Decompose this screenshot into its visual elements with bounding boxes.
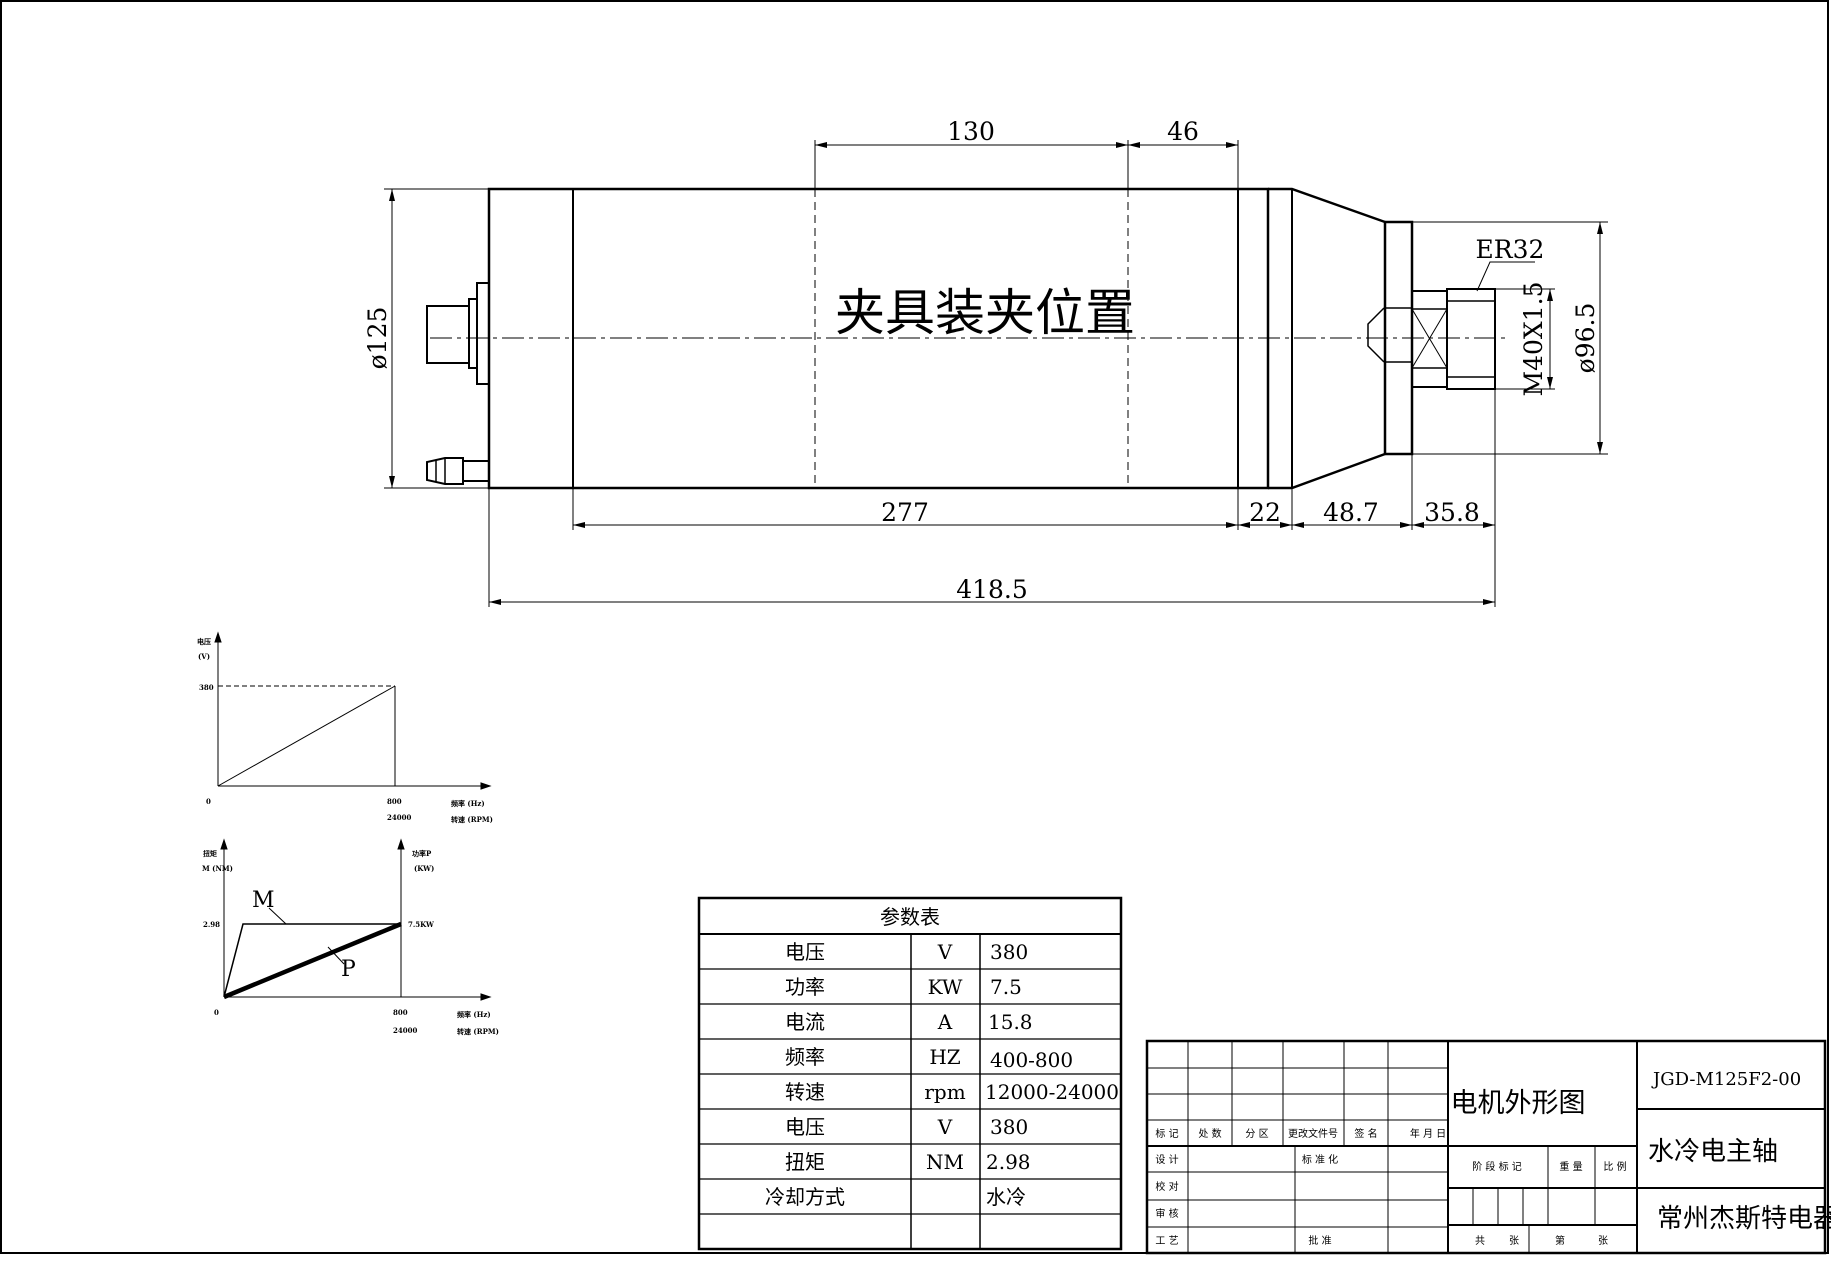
param-unit: rpm <box>924 1080 965 1104</box>
torque-axis-unit: M (NM) <box>202 864 233 873</box>
voltage-tick: 380 <box>199 683 214 692</box>
param-value: 12000-24000 <box>985 1080 1119 1104</box>
graph1-x-label-speed: 转速 (RPM) <box>451 815 493 824</box>
param-unit: HZ <box>929 1045 960 1069</box>
param-unit: V <box>937 1115 953 1139</box>
param-value: 水冷 <box>986 1185 1026 1209</box>
param-name: 电流 <box>785 1010 825 1034</box>
parameter-rows: 电压 V 380 功率 KW 7.5 电流 A 15.8 频率 HZ 400-8… <box>765 940 1119 1209</box>
param-unit: KW <box>928 975 963 999</box>
spindle-drawing <box>384 140 1608 607</box>
param-name: 扭矩 <box>785 1150 825 1174</box>
voltage-axis-unit: (V) <box>198 652 210 661</box>
param-name: 转速 <box>785 1080 825 1104</box>
tb-sheets-2: 张 <box>1598 1235 1608 1247</box>
product-name: 水冷电主轴 <box>1648 1137 1778 1167</box>
param-unit: A <box>937 1010 953 1034</box>
param-name: 电压 <box>785 1115 825 1139</box>
param-unit: V <box>937 940 953 964</box>
dim-er32: ER32 <box>1476 235 1545 264</box>
title-block <box>1145 1039 1827 1255</box>
tb-stage-mark: 阶 段 标 记 <box>1472 1160 1522 1173</box>
param-unit: NM <box>926 1150 964 1174</box>
tb-review: 审 核 <box>1155 1207 1178 1220</box>
graph2-x-label-speed: 转速 (RPM) <box>457 1027 499 1036</box>
tb-process: 工 艺 <box>1155 1235 1178 1247</box>
graph2-x-tick-rpm: 24000 <box>393 1026 417 1035</box>
tb-header-change-doc: 更改文件号 <box>1288 1127 1338 1140</box>
tb-sheets-1: 张 <box>1509 1235 1519 1247</box>
parameter-table-title: 参数表 <box>880 905 940 929</box>
tb-header-zone: 分 区 <box>1245 1128 1268 1140</box>
param-name: 功率 <box>785 975 825 999</box>
voltage-graph <box>214 631 492 790</box>
param-value: 2.98 <box>986 1150 1031 1174</box>
param-value: 7.5 <box>990 975 1022 999</box>
dim-22: 22 <box>1249 498 1281 527</box>
tb-header-signature: 签 名 <box>1354 1127 1377 1140</box>
dim-46: 46 <box>1167 117 1199 146</box>
drawing-name: 电机外形图 <box>1451 1088 1586 1119</box>
tb-design: 设 计 <box>1155 1153 1178 1166</box>
graph2-x-label-freq: 频率 (Hz) <box>457 1010 491 1019</box>
parameter-table <box>697 896 1123 1251</box>
dim-277: 277 <box>881 498 929 527</box>
drawing-code: JGD-M125F2-00 <box>1651 1069 1801 1090</box>
clamp-position-label: 夹具装夹位置 <box>835 284 1135 342</box>
dim-35-8: 35.8 <box>1424 498 1480 527</box>
power-curve-label: P <box>341 957 356 982</box>
tb-approve: 批 准 <box>1308 1234 1331 1247</box>
tb-sheet-no: 第 <box>1555 1234 1565 1247</box>
tb-weight: 重 量 <box>1559 1160 1582 1173</box>
param-value: 380 <box>990 940 1028 964</box>
dim-diameter-96-5: ø96.5 <box>1571 303 1600 374</box>
graph2-origin: 0 <box>214 1008 219 1017</box>
company-name: 常州杰斯特电器 <box>1657 1204 1831 1234</box>
dim-diameter-125: ø125 <box>363 307 392 370</box>
power-tick: 7.5KW <box>408 920 434 929</box>
graph1-x-tick-rpm: 24000 <box>387 813 411 822</box>
param-name: 频率 <box>785 1045 825 1069</box>
tb-total: 共 <box>1475 1235 1485 1247</box>
torque-curve-label: M <box>252 888 275 913</box>
param-name: 电压 <box>785 940 825 964</box>
torque-power-graph <box>220 838 492 1001</box>
dim-418-5: 418.5 <box>956 575 1028 604</box>
param-value: 380 <box>990 1115 1028 1139</box>
torque-tick: 2.98 <box>203 920 220 929</box>
param-name: 冷却方式 <box>765 1185 845 1209</box>
graph1-x-tick-hz: 800 <box>387 797 402 806</box>
tb-scale: 比 例 <box>1603 1160 1626 1173</box>
graph1-origin: 0 <box>206 797 211 806</box>
tb-check: 校 对 <box>1155 1180 1178 1193</box>
dim-thread-m40: M40X1.5 <box>1519 282 1548 397</box>
graph1-x-label-freq: 频率 (Hz) <box>451 799 485 808</box>
graph2-x-tick-hz: 800 <box>393 1008 408 1017</box>
voltage-axis-label: 电压 <box>197 637 211 646</box>
torque-axis-label: 扭矩 <box>203 849 217 858</box>
tb-header-date: 年 月 日 <box>1410 1127 1446 1140</box>
tb-header-mark: 标 记 <box>1155 1128 1178 1140</box>
tb-standardization: 标 准 化 <box>1302 1153 1338 1166</box>
dim-48-7: 48.7 <box>1323 498 1379 527</box>
param-value: 400-800 <box>990 1048 1073 1072</box>
tb-header-count: 处 数 <box>1198 1127 1221 1140</box>
power-axis-unit: (KW) <box>414 864 434 873</box>
dim-130: 130 <box>947 117 995 146</box>
power-axis-label: 功率P <box>412 849 432 858</box>
param-value: 15.8 <box>988 1010 1033 1034</box>
